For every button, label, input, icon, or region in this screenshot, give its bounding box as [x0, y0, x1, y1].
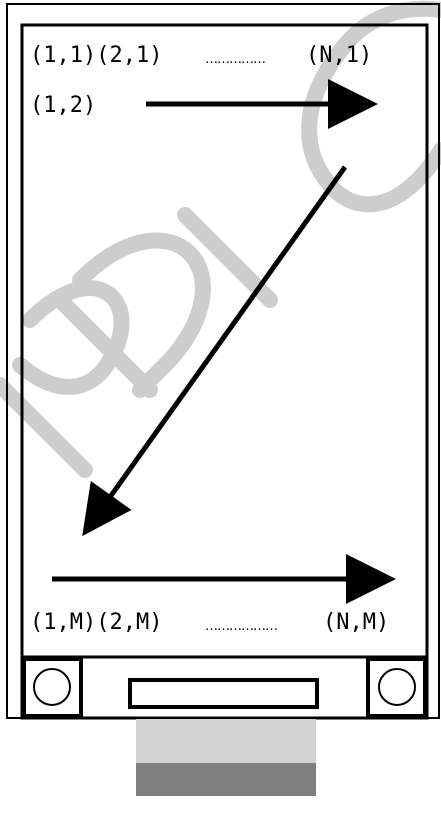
label-row-1-end: (N,1) [306, 43, 373, 68]
ellipsis-row-m: ……………… [205, 619, 278, 634]
left-mount-block [22, 657, 83, 718]
connector-slot [128, 678, 319, 709]
flex-cable-contacts [136, 763, 316, 796]
flex-cable-light [136, 719, 316, 763]
label-row-1-start: (1,1)(2,1) [30, 43, 163, 68]
watermark-logo [0, 0, 441, 478]
ellipsis-row-1: …………… [205, 52, 266, 67]
right-mount-block [366, 657, 427, 718]
left-mount-hole-icon [33, 668, 71, 706]
right-mount-hole-icon [378, 668, 416, 706]
display-area-frame [20, 23, 429, 659]
label-row-m-start: (1,M)(2,M) [30, 610, 163, 635]
label-row-2-start: (1,2) [30, 93, 97, 118]
label-row-m-end: (N,M) [323, 610, 390, 635]
arrow-diagonal-return [82, 165, 348, 537]
